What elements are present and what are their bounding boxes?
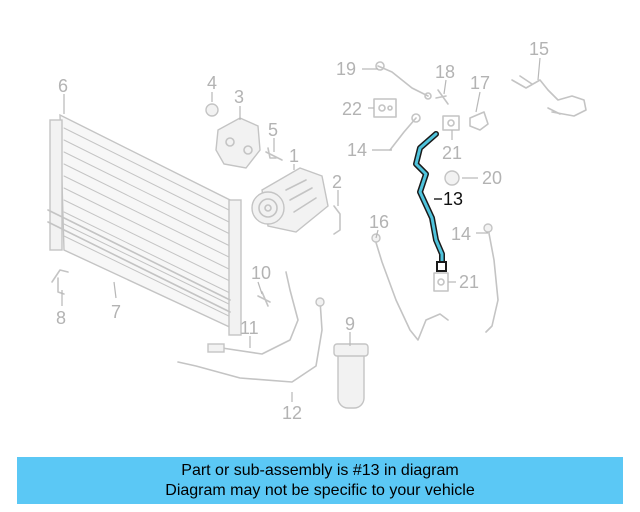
callout-13: 13 (443, 189, 463, 209)
callout-17: 17 (470, 73, 490, 93)
callout-3: 3 (234, 87, 244, 107)
condenser (47, 113, 242, 336)
receiver-drier (333, 343, 369, 409)
mount-bracket-3 (215, 117, 261, 169)
callout-16: 16 (369, 212, 389, 232)
banner-line-disclaimer: Diagram may not be specific to your vehi… (165, 482, 475, 499)
callout-labels: 1 2 3 4 5 6 7 8 9 10 11 12 13 14 14 15 1… (56, 39, 549, 423)
bolt-5 (265, 147, 283, 161)
callout-7: 7 (111, 302, 121, 322)
callout-12: 12 (282, 403, 302, 423)
callout-11: 11 (240, 318, 259, 338)
callout-2: 2 (332, 172, 342, 192)
callout-9: 9 (345, 314, 355, 334)
callout-4: 4 (207, 73, 217, 93)
valve-18 (435, 89, 449, 105)
callout-22: 22 (342, 99, 362, 119)
line-14-left (389, 113, 421, 151)
ac-compressor (251, 167, 329, 233)
line-14-right (483, 223, 499, 333)
callout-15: 15 (529, 39, 549, 59)
callout-1: 1 (289, 146, 299, 166)
callout-18: 18 (435, 62, 455, 82)
hose-12 (177, 297, 325, 383)
info-banner: Part or sub-assembly is #13 in diagram D… (17, 457, 623, 504)
callout-21-top: 21 (442, 143, 462, 163)
leader-lines (61, 57, 541, 402)
parts-diagram: 1 2 3 4 5 6 7 8 9 10 11 12 13 14 14 15 1… (47, 39, 587, 423)
callout-14-right: 14 (451, 224, 471, 244)
switch-17 (469, 111, 489, 131)
hose-11 (207, 271, 299, 355)
callout-19: 19 (336, 59, 356, 79)
bracket-2 (333, 205, 341, 235)
hose-15 (511, 75, 587, 117)
callout-8: 8 (56, 308, 66, 328)
callout-20: 20 (482, 168, 502, 188)
sensor-20 (444, 170, 460, 186)
highlighted-line-13 (413, 131, 447, 272)
cap-4 (205, 103, 219, 117)
callout-10: 10 (251, 263, 271, 283)
line-19 (375, 61, 432, 100)
callout-6: 6 (58, 76, 68, 96)
seal-kit-21-top (442, 115, 460, 131)
callout-21-bottom: 21 (459, 272, 479, 292)
line-16 (371, 233, 449, 341)
bracket-8 (51, 269, 69, 295)
banner-line-part: Part or sub-assembly is #13 in diagram (181, 462, 459, 479)
callout-5: 5 (268, 120, 278, 140)
seal-kit-22 (373, 98, 397, 118)
seal-kit-21-bottom (433, 272, 449, 292)
callout-14-left: 14 (347, 140, 367, 160)
